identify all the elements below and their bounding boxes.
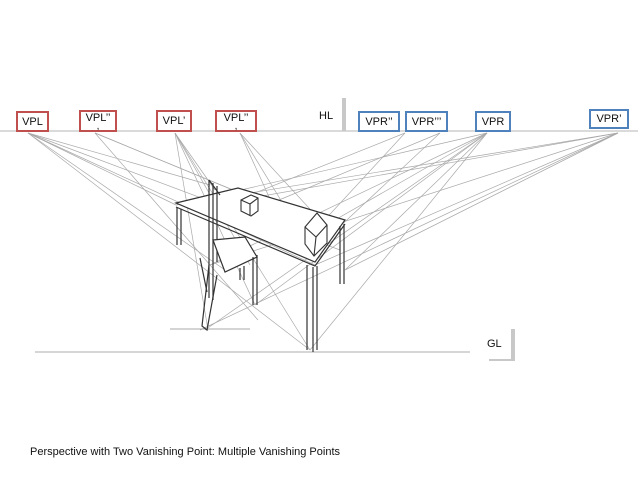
vp-label: VPR’’’ (411, 116, 442, 128)
vp-sub-mark: , (234, 121, 238, 132)
vp-label: VPL’ (162, 115, 186, 127)
vp-label: VPL’’ (223, 112, 249, 124)
table (174, 187, 346, 352)
vp-label: VPR’ (596, 113, 622, 125)
diagram-caption: Perspective with Two Vanishing Point: Mu… (30, 446, 340, 458)
vp-box-vpl-prime: VPL’ (156, 110, 192, 132)
tilted-box (304, 212, 328, 257)
vp-box-vpl-triple-prime: VPL’’ , (215, 110, 257, 132)
vp-box-vpr-double-prime: VPR’’ (358, 111, 400, 132)
horizon-marker-bar (342, 98, 346, 131)
ground-marker-bar-horizontal (489, 359, 515, 361)
vp-label: VPL (22, 116, 43, 128)
ground-marker-bar-vertical (511, 329, 515, 361)
vp-label: VPL’’ (85, 112, 111, 124)
vp-box-vpl-double-prime: VPL’’ , (79, 110, 117, 132)
vp-box-vpr-prime: VPR’ (589, 109, 629, 129)
vp-sub-mark: , (96, 121, 100, 132)
vp-box-vpr: VPR (475, 111, 511, 132)
vp-label: VPR’’ (365, 116, 393, 128)
ground-line-label: GL (487, 338, 502, 350)
vp-box-vpl: VPL (16, 111, 49, 132)
vp-label: VPR (481, 116, 505, 128)
small-cube (240, 194, 259, 217)
vp-box-vpr-triple-prime: VPR’’’ (405, 111, 448, 132)
chair (199, 179, 258, 332)
horizon-line-label: HL (319, 110, 334, 122)
